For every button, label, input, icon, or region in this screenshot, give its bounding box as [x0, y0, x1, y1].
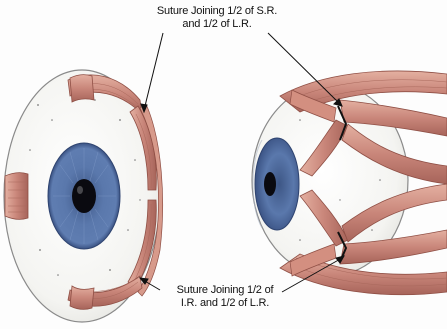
label-inferior-suture: Suture Joining 1/2 of I.R. and 1/2 of L.… [150, 284, 300, 310]
label-superior-suture: Suture Joining 1/2 of S.R. and 1/2 of L.… [132, 5, 302, 31]
left-medial-rectus [5, 173, 28, 220]
right-iris [255, 138, 299, 230]
pointer-top-left [144, 33, 163, 110]
label-superior-suture-line2: and 1/2 of L.R. [132, 18, 302, 31]
left-inferior-stump [70, 286, 94, 309]
left-superior-stump [70, 75, 94, 102]
left-eyeball [4, 70, 163, 322]
left-pupil [72, 179, 96, 213]
label-inferior-suture-line2: I.R. and 1/2 of L.R. [150, 297, 300, 310]
label-inferior-suture-line1: Suture Joining 1/2 of [150, 284, 300, 297]
label-superior-suture-line1: Suture Joining 1/2 of S.R. [132, 5, 302, 18]
right-eyeball [252, 71, 447, 295]
right-pupil [264, 172, 276, 196]
